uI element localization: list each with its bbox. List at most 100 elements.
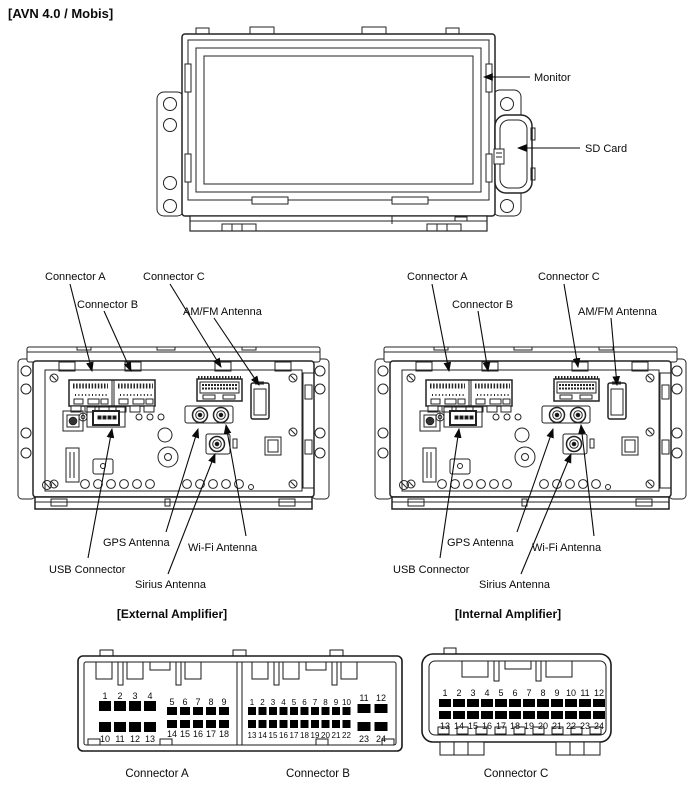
pin-number: 16 [279, 731, 288, 740]
pin-number: 1 [442, 688, 447, 698]
caption-connector-b: Connector B [286, 768, 350, 780]
pin-pad [279, 707, 288, 715]
pin-pad [509, 699, 521, 707]
pin-number: 9 [334, 698, 339, 707]
pin-pad [332, 707, 340, 715]
label-wifi-antenna-external: Wi-Fi Antenna [188, 542, 258, 554]
pin-number: 20 [538, 721, 548, 731]
pin-pad [290, 720, 298, 728]
pin-pad [167, 720, 177, 728]
pin-number: 10 [566, 688, 576, 698]
label-connector-b-internal: Connector B [452, 299, 513, 311]
pin-number: 22 [342, 731, 351, 740]
pin-number: 14 [258, 731, 267, 740]
pin-pad [180, 707, 190, 715]
pin-pad [114, 701, 126, 711]
pinout-housing-a-b [77, 649, 403, 752]
pin-pad [206, 707, 216, 715]
pin-number: 20 [321, 731, 330, 740]
pin-pad [99, 701, 111, 711]
pin-number: 13 [440, 721, 450, 731]
caption-external-amplifier: [External Amplifier] [117, 607, 227, 621]
pin-number: 3 [132, 691, 137, 701]
monitor-front-view [156, 26, 536, 232]
pin-number: 13 [145, 734, 155, 744]
pin-number: 11 [115, 734, 124, 744]
page-title: [AVN 4.0 / Mobis] [8, 6, 113, 21]
pin-number: 5 [169, 697, 174, 707]
label-connector-c-external: Connector C [143, 271, 205, 283]
pin-number: 21 [332, 731, 341, 740]
pin-pad [290, 707, 298, 715]
pin-number: 8 [208, 697, 213, 707]
pin-number: 15 [269, 731, 278, 740]
pin-number: 7 [526, 688, 531, 698]
pin-pad [206, 720, 216, 728]
pin-pad [311, 707, 319, 715]
pin-pad [374, 704, 388, 713]
pin-pad [269, 707, 277, 715]
pin-number: 5 [292, 698, 297, 707]
pin-pad [144, 701, 156, 711]
pin-pad [579, 699, 591, 707]
pin-number: 1 [250, 698, 255, 707]
pin-pad [439, 711, 451, 719]
external-amplifier-rear-view [18, 347, 329, 509]
pin-number: 6 [302, 698, 307, 707]
pin-pad [481, 699, 493, 707]
pin-number: 12 [130, 734, 140, 744]
pin-pad [481, 711, 493, 719]
pin-pad [495, 711, 507, 719]
label-am-fm-antenna-internal: AM/FM Antenna [578, 306, 658, 318]
pin-pad [374, 722, 388, 731]
pin-number: 19 [524, 721, 534, 731]
pin-pad [467, 711, 479, 719]
pin-number: 10 [342, 698, 351, 707]
pin-number: 7 [195, 697, 200, 707]
pin-number: 17 [206, 729, 216, 739]
pin-pad [551, 711, 563, 719]
pin-number: 10 [100, 734, 110, 744]
pin-pad [193, 720, 203, 728]
pin-number: 12 [594, 688, 604, 698]
pin-number: 13 [248, 731, 257, 740]
pin-pad [467, 699, 479, 707]
label-connector-a-internal: Connector A [407, 271, 468, 283]
label-connector-c-internal: Connector C [538, 271, 600, 283]
pin-pad [453, 711, 465, 719]
pin-pad [248, 707, 256, 715]
pin-number: 14 [454, 721, 464, 731]
label-monitor: Monitor [534, 72, 571, 84]
pin-pad [551, 699, 563, 707]
pin-pad [193, 707, 203, 715]
pin-pad [495, 699, 507, 707]
pin-pad [523, 711, 535, 719]
pin-number: 6 [182, 697, 187, 707]
pin-number: 24 [594, 721, 604, 731]
pin-number: 9 [221, 697, 226, 707]
caption-connector-c: Connector C [484, 768, 549, 780]
internal-amplifier-rear-view [375, 347, 686, 509]
pin-pad [593, 711, 605, 719]
label-connector-b-external: Connector B [77, 299, 138, 311]
pin-pad [311, 720, 319, 728]
pin-number: 21 [552, 721, 562, 731]
pin-pad [180, 720, 190, 728]
pin-number: 17 [496, 721, 506, 731]
pin-number: 18 [510, 721, 520, 731]
pin-number: 7 [313, 698, 318, 707]
pin-pad [248, 720, 256, 728]
pin-number: 8 [540, 688, 545, 698]
pin-pad [300, 720, 309, 728]
pin-number: 15 [180, 729, 190, 739]
label-gps-antenna-internal: GPS Antenna [447, 537, 515, 549]
pin-pad [279, 720, 288, 728]
label-sirius-antenna-external: Sirius Antenna [135, 579, 207, 591]
pin-pad [144, 722, 156, 732]
label-am-fm-antenna-external: AM/FM Antenna [183, 306, 263, 318]
pin-pad [332, 720, 340, 728]
pin-number: 2 [117, 691, 122, 701]
pin-number: 8 [323, 698, 328, 707]
pin-number: 4 [281, 698, 286, 707]
